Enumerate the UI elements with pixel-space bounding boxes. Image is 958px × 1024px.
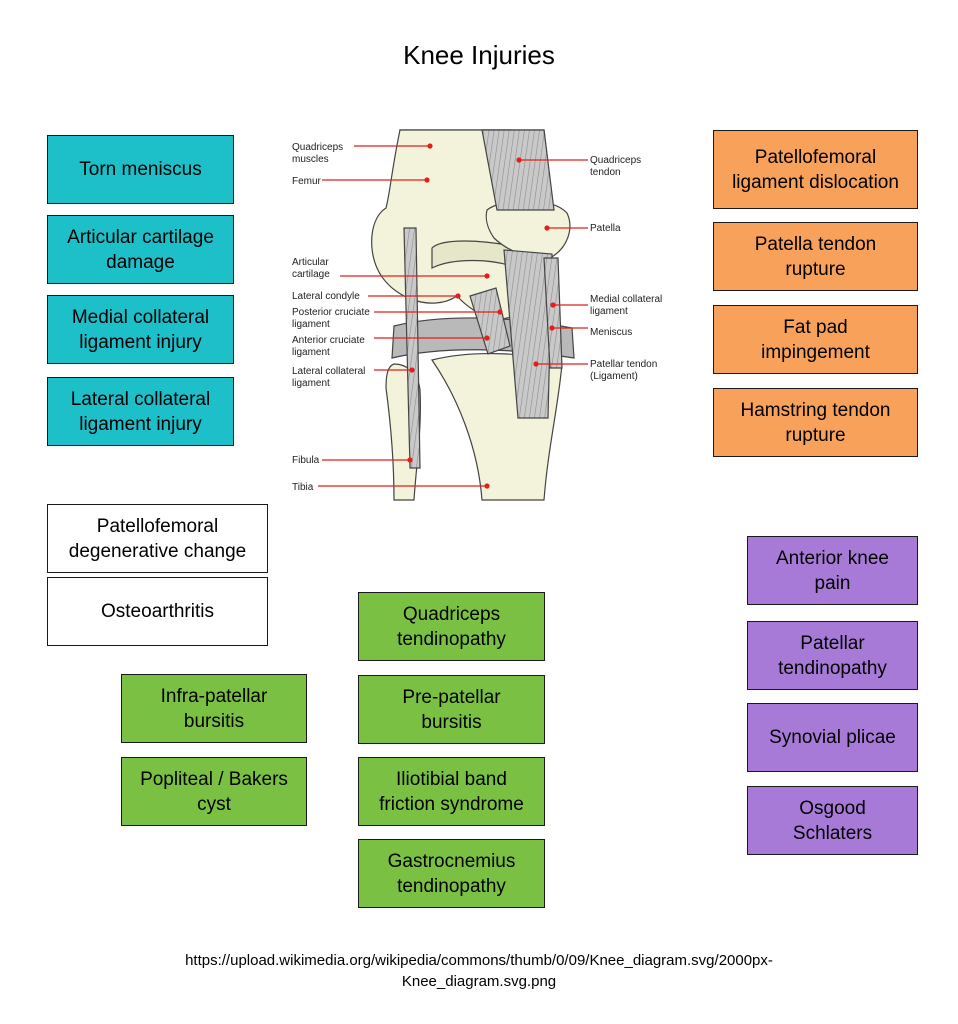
hamstring-tendon-rupture-box: Hamstring tendon rupture bbox=[713, 388, 918, 457]
label-fibula: Fibula bbox=[292, 455, 320, 466]
anterior-knee-pain-box: Anterior knee pain bbox=[747, 536, 918, 605]
fat-pad-impingement-box: Fat pad impingement bbox=[713, 305, 918, 374]
infra-patellar-bursitis-box: Infra-patellar bursitis bbox=[121, 674, 307, 743]
articular-cartilage-damage-box: Articular cartilage damage bbox=[47, 215, 234, 284]
patellar-tendinopathy-box: Patellar tendinopathy bbox=[747, 621, 918, 690]
patellofemoral-degenerative-change-box: Patellofemoral degenerative change bbox=[47, 504, 268, 573]
diagram-pointer-dots bbox=[407, 143, 556, 489]
patella-tendon-rupture-box: Patella tendon rupture bbox=[713, 222, 918, 291]
label-patellar-tendon: Patellar tendon(Ligament) bbox=[590, 359, 657, 382]
label-lateral-condyle: Lateral condyle bbox=[292, 291, 360, 302]
label-meniscus: Meniscus bbox=[590, 327, 632, 338]
osgood-schlaters-box: Osgood Schlaters bbox=[747, 786, 918, 855]
pre-patellar-bursitis-box: Pre-patellar bursitis bbox=[358, 675, 545, 744]
popliteal-bakers-cyst-box: Popliteal / Bakers cyst bbox=[121, 757, 307, 826]
patellofemoral-ligament-dislocation-box: Patellofemoral ligament dislocation bbox=[713, 130, 918, 209]
page-title: Knee Injuries bbox=[403, 40, 555, 70]
diagram-pointer-lines bbox=[318, 145, 588, 487]
medial-collateral-ligament-injury-box: Medial collateral ligament injury bbox=[47, 295, 234, 364]
lateral-collateral-ligament-injury-box: Lateral collateral ligament injury bbox=[47, 377, 234, 446]
label-patella: Patella bbox=[590, 223, 621, 234]
synovial-plicae-box: Synovial plicae bbox=[747, 703, 918, 772]
label-femur: Femur bbox=[292, 176, 322, 187]
source-url: https://upload.wikimedia.org/wikipedia/c… bbox=[185, 952, 773, 990]
label-tibia: Tibia bbox=[292, 482, 314, 493]
iliotibial-band-friction-syndrome-box: Iliotibial band friction syndrome bbox=[358, 757, 545, 826]
gastrocnemius-tendinopathy-box: Gastrocnemius tendinopathy bbox=[358, 839, 545, 908]
torn-meniscus-box: Torn meniscus bbox=[47, 135, 234, 204]
quadriceps-tendinopathy-box: Quadriceps tendinopathy bbox=[358, 592, 545, 661]
knee-illustration bbox=[371, 129, 575, 501]
osteoarthritis-box: Osteoarthritis bbox=[47, 577, 268, 646]
